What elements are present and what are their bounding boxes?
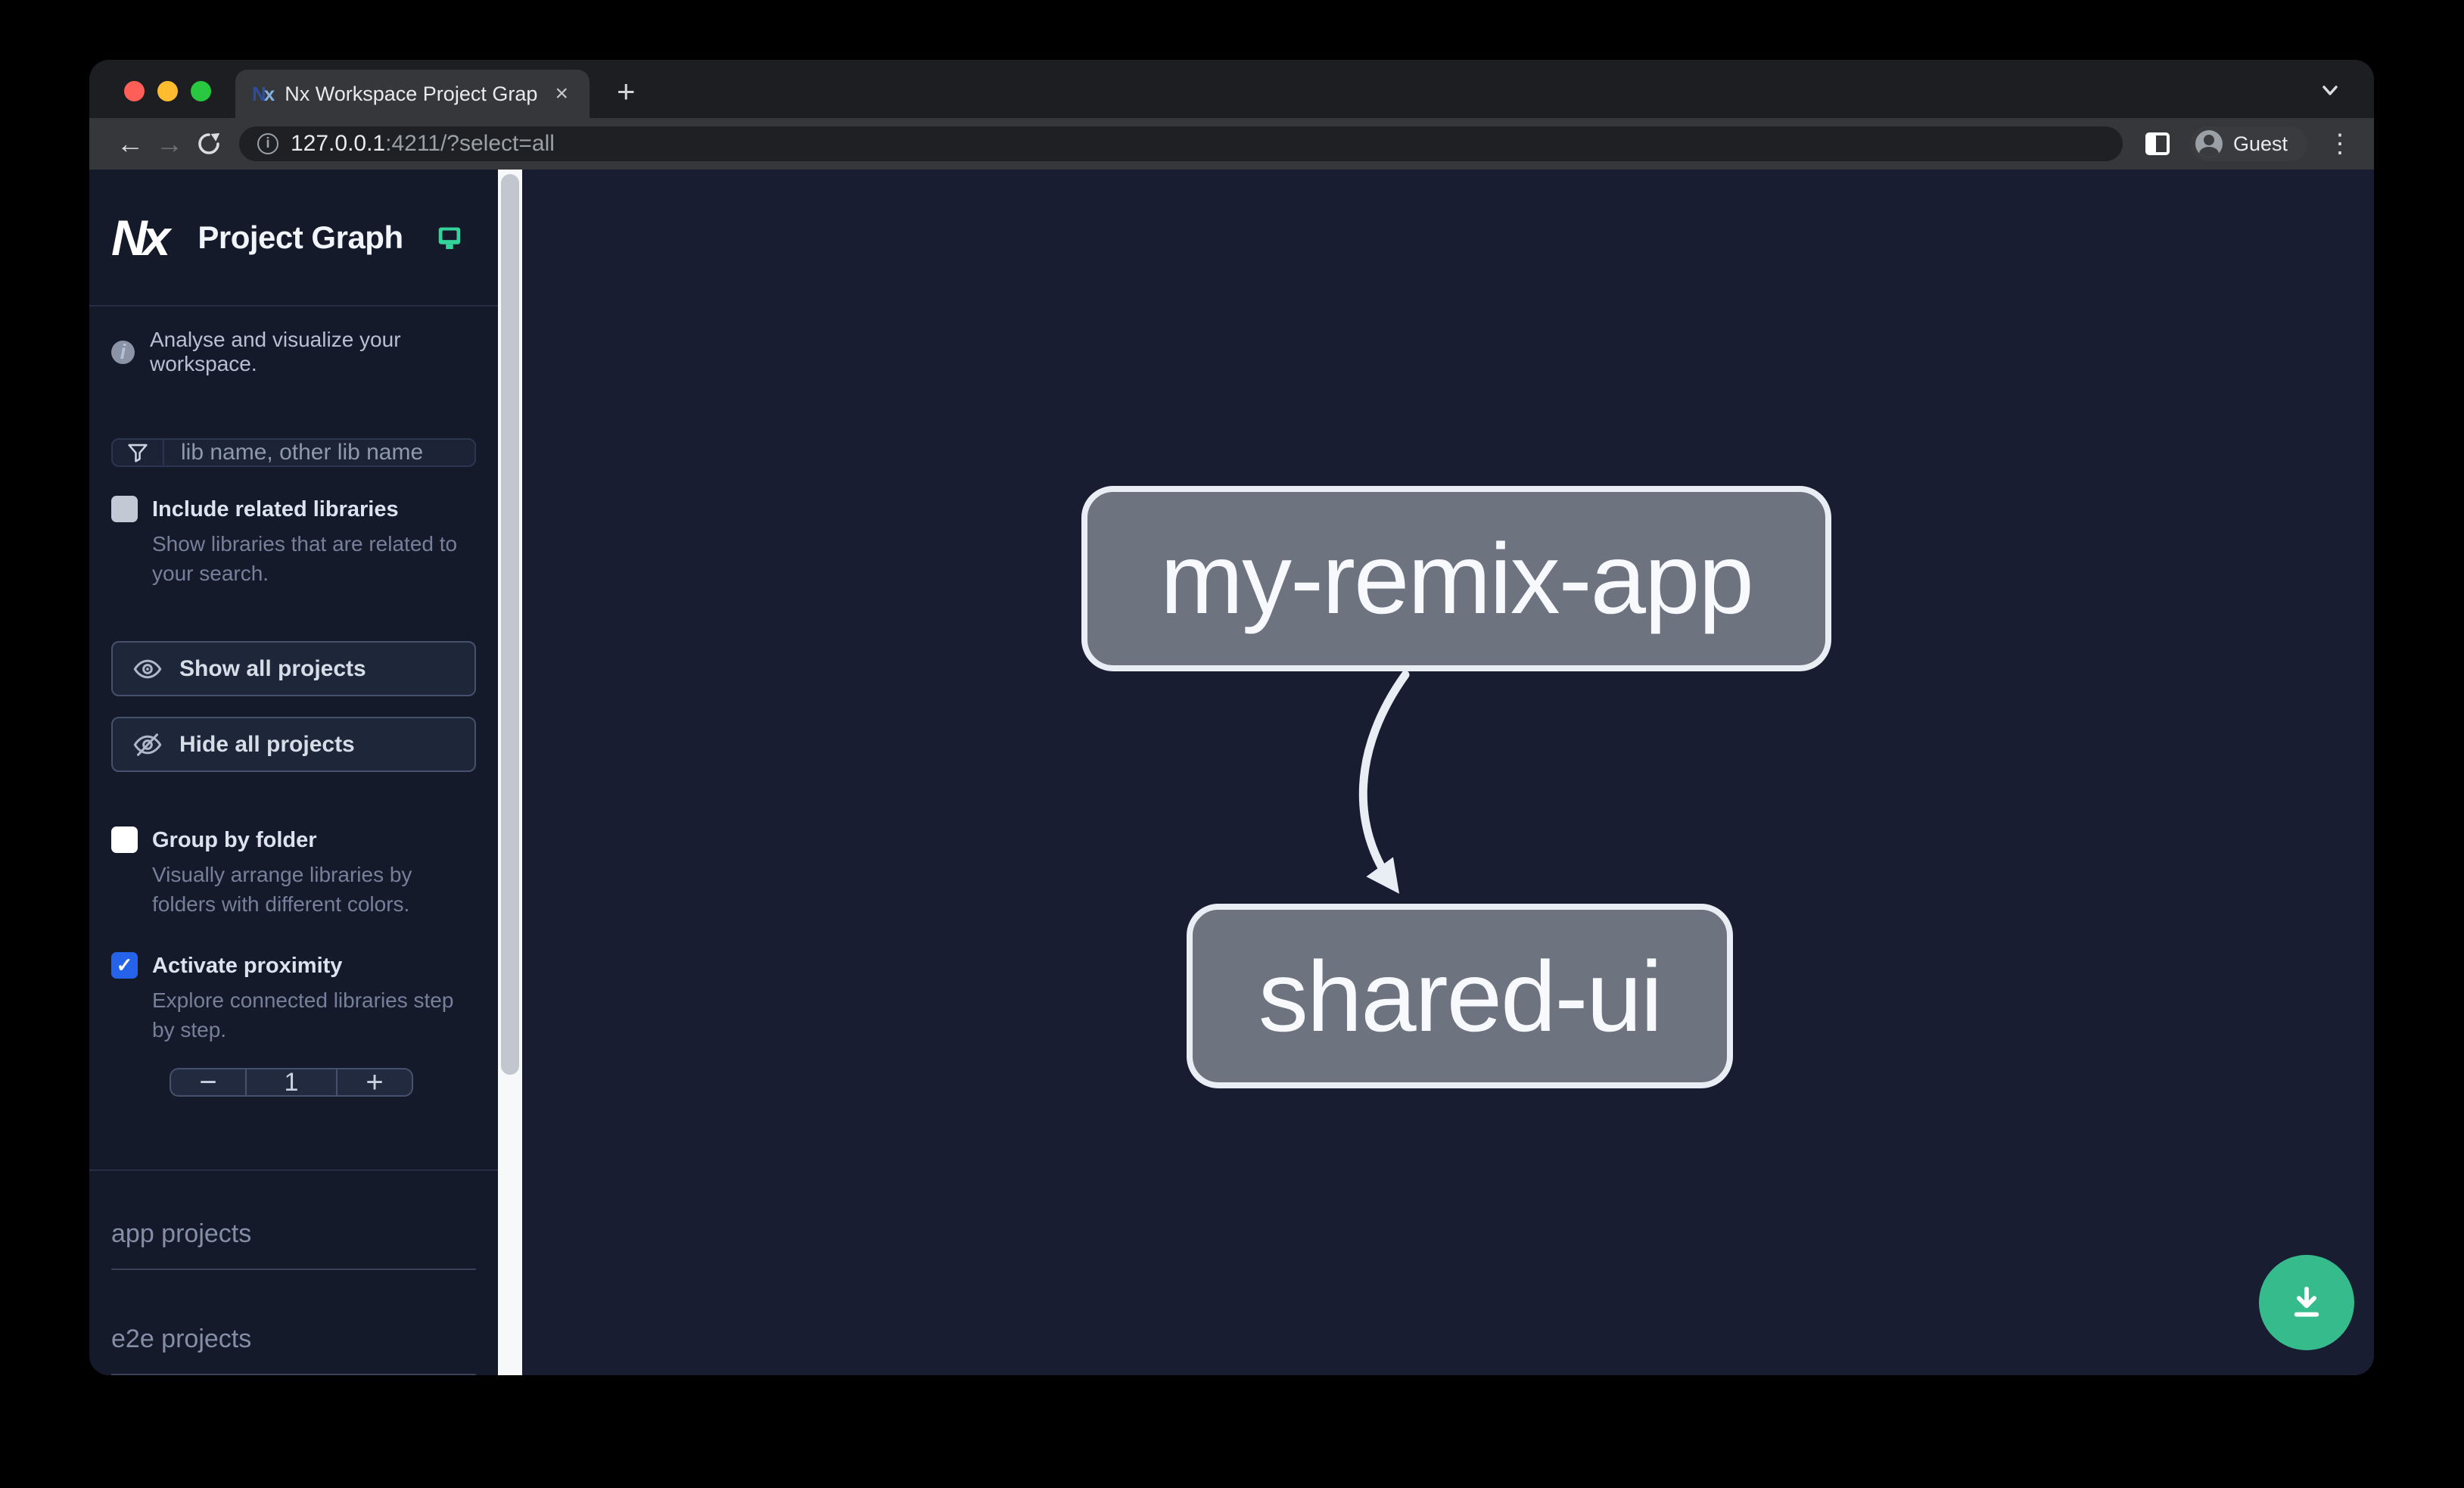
- nx-favicon: Nx: [252, 82, 275, 105]
- checkbox-unchecked[interactable]: [111, 496, 138, 523]
- info-icon: i: [111, 340, 135, 364]
- graph-canvas[interactable]: my-remix-app shared-ui: [522, 170, 2374, 1375]
- browser-toolbar: ← → i 127.0.0.1:4211/?select=all Guest ⋮: [89, 118, 2374, 170]
- show-all-projects-button[interactable]: Show all projects: [111, 641, 476, 697]
- tagline-row: i Analyse and visualize your workspace.: [111, 328, 476, 376]
- toggle-label: Include related libraries: [152, 497, 399, 522]
- avatar: [2195, 130, 2223, 157]
- section-app-projects[interactable]: app projects: [111, 1219, 476, 1270]
- eye-off-icon: [133, 733, 162, 756]
- proximity-depth-stepper: − 1 +: [170, 1068, 413, 1097]
- activate-proximity-toggle[interactable]: ✓ Activate proximity Explore connected l…: [111, 951, 476, 1044]
- browser-window: Nx Nx Workspace Project Graph × + ← → i …: [89, 60, 2374, 1375]
- search-box: [111, 438, 476, 468]
- eye-icon: [133, 659, 162, 679]
- toggle-label: Group by folder: [152, 828, 317, 853]
- reload-button[interactable]: [189, 129, 229, 159]
- hide-all-projects-button[interactable]: Hide all projects: [111, 717, 476, 773]
- download-icon: [2294, 1286, 2319, 1317]
- nx-logo: Nx: [111, 209, 170, 266]
- tab-close-icon[interactable]: ×: [555, 81, 568, 106]
- fullscreen-window-button[interactable]: [191, 81, 211, 101]
- monitor-icon: [438, 227, 460, 249]
- button-label: Hide all projects: [179, 731, 355, 757]
- profile-button[interactable]: Guest: [2190, 126, 2307, 161]
- tab-strip: Nx Nx Workspace Project Graph × +: [89, 60, 2374, 118]
- back-button[interactable]: ←: [117, 128, 144, 159]
- divider: [89, 1169, 498, 1171]
- address-bar[interactable]: i 127.0.0.1:4211/?select=all: [239, 126, 2123, 161]
- scrollbar-thumb[interactable]: [501, 174, 519, 1075]
- section-e2e-projects[interactable]: e2e projects: [111, 1325, 476, 1375]
- browser-tab[interactable]: Nx Nx Workspace Project Graph ×: [235, 70, 590, 118]
- page-content: Nx Project Graph i Analyse and visualize…: [89, 170, 2374, 1375]
- button-label: Show all projects: [179, 655, 366, 681]
- project-node-my-remix-app[interactable]: my-remix-app: [1081, 486, 1831, 671]
- toggle-description: Explore connected libraries step by step…: [152, 988, 454, 1042]
- stepper-value: 1: [245, 1069, 338, 1095]
- browser-menu-icon[interactable]: ⋮: [2327, 129, 2353, 158]
- minimize-window-button[interactable]: [157, 81, 178, 101]
- toggle-label: Activate proximity: [152, 954, 343, 979]
- close-window-button[interactable]: [124, 81, 145, 101]
- traffic-lights: [124, 81, 211, 101]
- tab-search-chevron-icon[interactable]: [2316, 76, 2344, 104]
- download-graph-button[interactable]: [2259, 1255, 2354, 1350]
- sidebar-scrollbar[interactable]: [498, 170, 522, 1375]
- edge-my-remix-app-to-shared-ui: [1358, 671, 1410, 894]
- group-by-folder-toggle[interactable]: Group by folder Visually arrange librari…: [111, 825, 476, 919]
- checkbox-checked[interactable]: ✓: [111, 952, 138, 979]
- sidebar-header: Nx Project Graph: [89, 170, 498, 307]
- forward-button[interactable]: →: [156, 128, 183, 159]
- new-tab-button[interactable]: +: [617, 73, 636, 109]
- search-input[interactable]: [164, 440, 474, 466]
- side-panel-icon[interactable]: [2142, 129, 2173, 159]
- checkbox-unchecked[interactable]: [111, 826, 138, 854]
- increment-button[interactable]: +: [366, 1068, 384, 1097]
- include-related-toggle[interactable]: Include related libraries Show libraries…: [111, 494, 476, 588]
- page-title: Project Graph: [198, 219, 403, 255]
- profile-name: Guest: [2232, 132, 2288, 155]
- site-info-icon[interactable]: i: [257, 133, 278, 154]
- toggle-description: Visually arrange libraries by folders wi…: [152, 863, 412, 917]
- decrement-button[interactable]: −: [199, 1068, 217, 1097]
- project-node-shared-ui[interactable]: shared-ui: [1187, 904, 1733, 1088]
- url-text: 127.0.0.1:4211/?select=all: [291, 131, 555, 156]
- filter-icon: [113, 440, 164, 466]
- tagline-text: Analyse and visualize your workspace.: [150, 328, 401, 375]
- toggle-description: Show libraries that are related to your …: [152, 532, 458, 586]
- sidebar: Nx Project Graph i Analyse and visualize…: [89, 170, 498, 1375]
- tab-title: Nx Workspace Project Graph: [285, 82, 539, 105]
